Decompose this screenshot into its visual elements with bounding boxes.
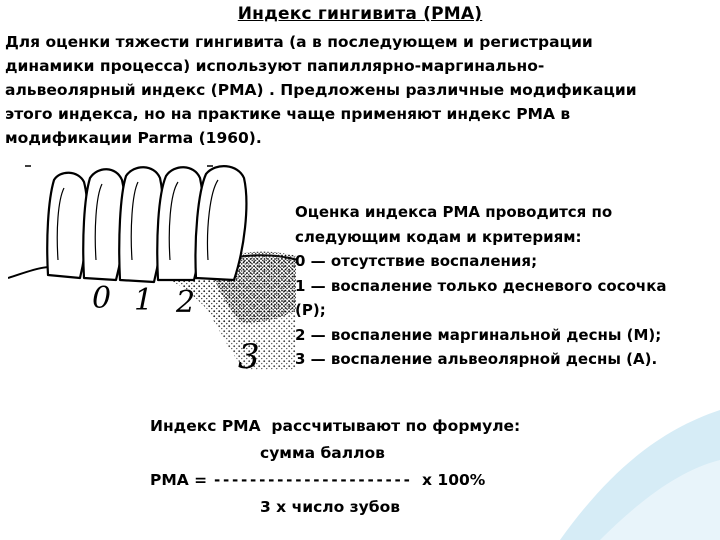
figure-label: 3 bbox=[238, 337, 260, 377]
teeth-illustration: 0 1 2 3 bbox=[8, 165, 298, 377]
criteria-block: Оценка индекса РМА проводится по следующ… bbox=[295, 200, 720, 372]
formula-denominator: 3 х число зубов bbox=[260, 498, 401, 516]
criteria-item: 3 — воспаление альвеолярной десны (А). bbox=[295, 350, 658, 368]
intro-line: Для оценки тяжести гингивита (а в послед… bbox=[5, 33, 593, 51]
formula-line: РМА = ---------------------- х 100% bbox=[150, 467, 630, 494]
formula-lead: Индекс РМА рассчитывают по формуле: bbox=[150, 417, 521, 435]
criteria-heading: Оценка индекса РМА проводится по bbox=[295, 203, 613, 221]
intro-line: динамики процесса) используют папиллярно… bbox=[5, 57, 545, 75]
criteria-item: 1 — воспаление только десневого сосочка bbox=[295, 276, 667, 295]
intro-line: модификации Parma (1960). bbox=[5, 129, 262, 147]
criteria-item: 0 — отсутствие воспаления; bbox=[295, 252, 538, 270]
intro-line: этого индекса, но на практике чаще приме… bbox=[5, 105, 571, 123]
formula-lhs: РМА = bbox=[150, 471, 213, 489]
formula-rhs: х 100% bbox=[411, 471, 486, 489]
figure-label: 2 bbox=[175, 285, 195, 320]
formula-numerator: сумма баллов bbox=[260, 444, 385, 462]
formula-fraction-bar: ---------------------- bbox=[212, 471, 412, 489]
criteria-item: (Р); bbox=[295, 301, 326, 319]
criteria-item: 2 — воспаление маргинальной десны (М); bbox=[295, 325, 662, 344]
criteria-heading: следующим кодам и критериям: bbox=[295, 227, 582, 246]
figure-label: 0 bbox=[92, 281, 111, 316]
intro-line: альвеолярный индекс (РМА) . Предложены р… bbox=[5, 81, 637, 99]
page-title: Индекс гингивита (РМА) bbox=[237, 4, 483, 24]
formula-block: Индекс РМА рассчитывают по формуле: сумм… bbox=[150, 413, 630, 521]
figure-label: 1 bbox=[134, 283, 153, 318]
intro-paragraph: Для оценки тяжести гингивита (а в послед… bbox=[5, 30, 705, 150]
